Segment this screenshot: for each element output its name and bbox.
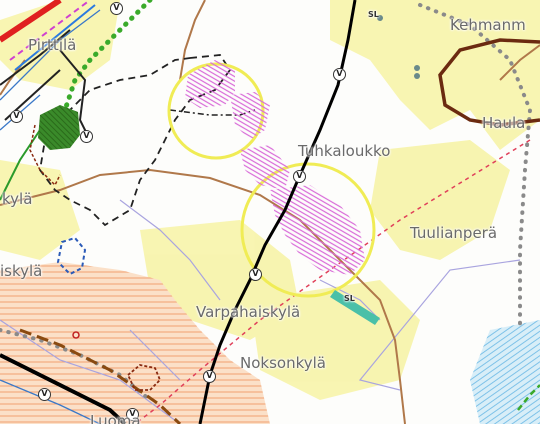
place-label-kyla: kylä xyxy=(2,190,33,208)
teal-structure xyxy=(330,290,380,325)
road-marker-v-5[interactable]: V xyxy=(110,2,123,15)
road-marker-v-3[interactable]: V xyxy=(249,268,262,281)
grey-dotted-boundary xyxy=(418,3,533,332)
blue-dashed-area xyxy=(56,236,87,276)
dark-brown-line xyxy=(438,38,540,127)
green-line xyxy=(0,129,41,201)
place-label-iskyla: iskylä xyxy=(0,262,43,280)
road-marker-v-9[interactable]: V xyxy=(80,130,93,143)
red-point-marker xyxy=(72,331,80,339)
brown-dotted-ring xyxy=(126,364,162,391)
orange-residential-area xyxy=(0,262,270,424)
place-label-noksonkyla: Noksonkylä xyxy=(240,354,326,372)
road-marker-v-1[interactable]: V xyxy=(333,68,346,81)
railway-dashed xyxy=(134,139,531,424)
brown-dotted-ring-2 xyxy=(29,124,61,187)
place-label-kehmanmaki: Kehmanm xyxy=(450,16,526,34)
symbol-label-sl-top: SL xyxy=(368,10,379,19)
symbol-label-sl-bottom: SL xyxy=(344,294,355,303)
blue-hatched-area xyxy=(470,320,540,424)
road-marker-v-6[interactable]: V xyxy=(10,110,23,123)
green-park-area xyxy=(38,105,80,150)
place-label-varpahaiskyla: Varpahaiskylä xyxy=(196,303,301,321)
place-label-luoma: Luoma xyxy=(90,412,141,424)
green-dotted-route xyxy=(57,0,153,138)
place-label-tuulianpera: Tuulianperä xyxy=(410,224,498,242)
black-road-bottom-left xyxy=(0,353,127,424)
place-label-haula: Haula xyxy=(482,114,526,132)
magenta-hatched-areas xyxy=(185,60,365,275)
road-marker-v-4[interactable]: V xyxy=(203,370,216,383)
grey-small-dots xyxy=(377,15,420,79)
place-label-tuhkaloukko: Tuhkaloukko xyxy=(298,142,391,160)
brown-dashed-line xyxy=(19,328,182,424)
purple-boundary-lines xyxy=(0,199,521,424)
road-marker-v-2[interactable]: V xyxy=(293,170,306,183)
road-marker-v-8[interactable]: V xyxy=(126,408,139,421)
place-label-pirttila: Pirttilä xyxy=(28,36,77,54)
road-marker-v-7[interactable]: V xyxy=(38,388,51,401)
